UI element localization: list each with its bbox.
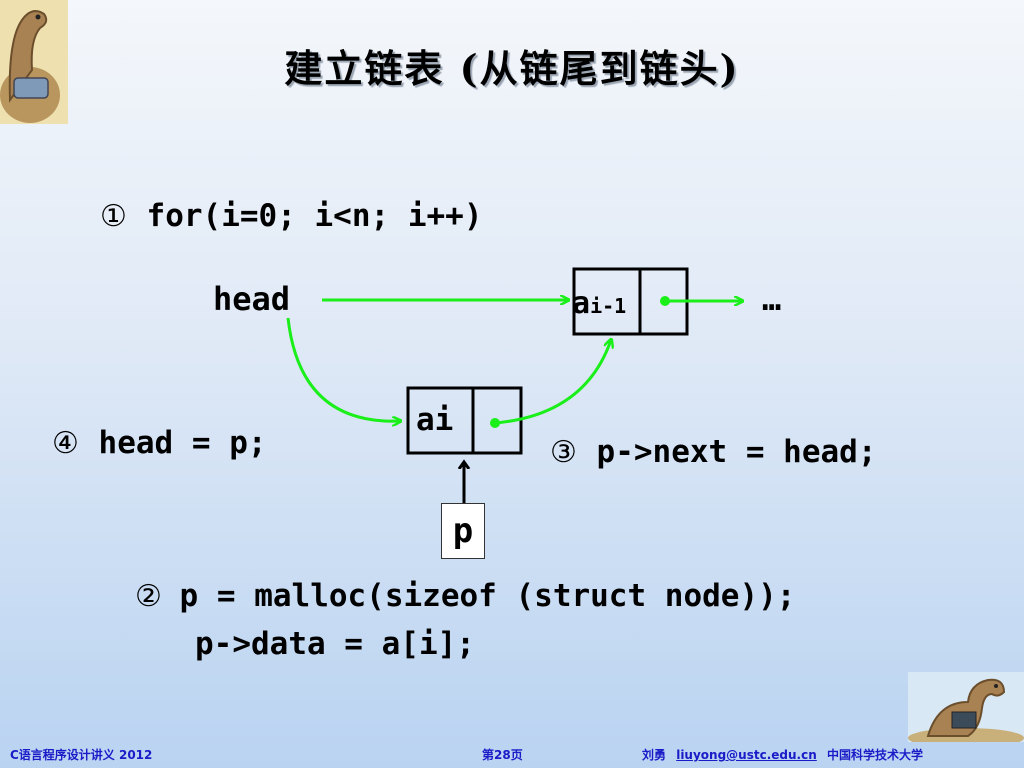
arrow-head-to-new [286,317,400,421]
step4-code: head = p; [98,425,267,461]
step2-line2: p->data = a[i]; [195,626,475,662]
step2-line1: p = malloc(sizeof (struct node)); [179,578,796,614]
step3-marker: ③ [550,435,577,470]
footer-email[interactable]: liuyong@ustc.edu.cn [676,748,817,762]
step1-code: for(i=0; i<n; i++) [146,198,483,234]
ellipsis: … [762,280,782,318]
step4: ④ head = p; [52,425,267,461]
arrow-prev-to-next [660,296,742,306]
footer-school: 中国科学技术大学 [826,748,923,762]
node-new-label: ai [416,402,454,438]
footer-author: 刘勇 [642,748,667,762]
dinosaur-image-top-left [0,0,68,124]
step3-code: p->next = head; [596,434,877,470]
pointer-p-label: p [441,503,485,559]
step1: ① for(i=0; i<n; i++) [100,198,483,234]
node-prev-base: a [572,286,591,321]
arrow-new-to-prev [490,340,611,428]
step4-marker: ④ [52,426,79,461]
head-label: head [213,280,291,318]
step3: ③ p->next = head; [550,434,877,470]
footer-course: C语言程序设计讲义 2012 [10,748,153,762]
step1-marker: ① [100,199,127,234]
dinosaur-image-bottom-right [908,672,1024,742]
step2-marker: ② [135,579,162,614]
slide-title: 建立链表 (从链尾到链头) [284,46,740,91]
node-prev-label: ai-1 [572,286,626,321]
node-prev-subscript: i-1 [590,294,627,318]
footer-page: 第28页 [482,748,523,762]
step2: ② p = malloc(sizeof (struct node)); [135,578,795,614]
footer-author-line: 刘勇 liuyong@ustc.edu.cn 中国科学技术大学 [642,746,923,763]
